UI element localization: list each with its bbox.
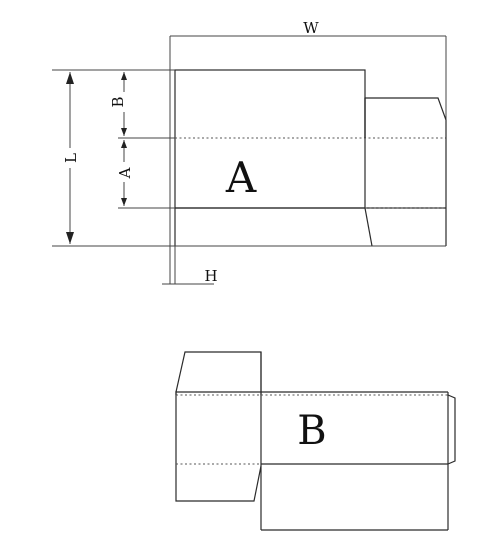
left-flap-outline [175, 351, 262, 502]
depth-b-dimension: B [109, 72, 130, 136]
top-dieline: W A L [52, 19, 447, 285]
length-dimension: L [60, 72, 80, 244]
height-label: H [204, 267, 217, 285]
panel-b: B [175, 352, 456, 531]
length-arrow-top [66, 72, 74, 84]
length-label: L [62, 153, 80, 163]
depth-a-label-bg [112, 162, 130, 182]
depth-a-label: A [116, 167, 134, 179]
depth-b-arrow-bottom [121, 128, 127, 136]
width-dimension: W [169, 19, 447, 246]
depth-a-dimension: A [112, 140, 134, 206]
right-flap-upper [364, 97, 447, 246]
panel-a-label: A [225, 153, 257, 202]
length-label-bg [60, 148, 80, 168]
right-flap-lower-diag [364, 207, 373, 247]
right-flap [364, 97, 447, 247]
depth-a-arrow-top [121, 140, 127, 148]
width-label: W [303, 19, 319, 37]
panel-a: A [174, 69, 446, 246]
left-flap [175, 351, 262, 502]
panel-b-glue-tab [447, 394, 456, 465]
bottom-dieline: B [175, 351, 456, 531]
depth-b-label-bg [112, 92, 130, 112]
length-arrow-bottom [66, 232, 74, 244]
depth-a-arrow-bottom [121, 198, 127, 206]
panel-a-outline [174, 69, 366, 209]
panel-b-label: B [297, 408, 326, 454]
depth-b-arrow-top [121, 72, 127, 80]
height-dimension: H [162, 70, 218, 285]
depth-b-label: B [109, 96, 127, 107]
